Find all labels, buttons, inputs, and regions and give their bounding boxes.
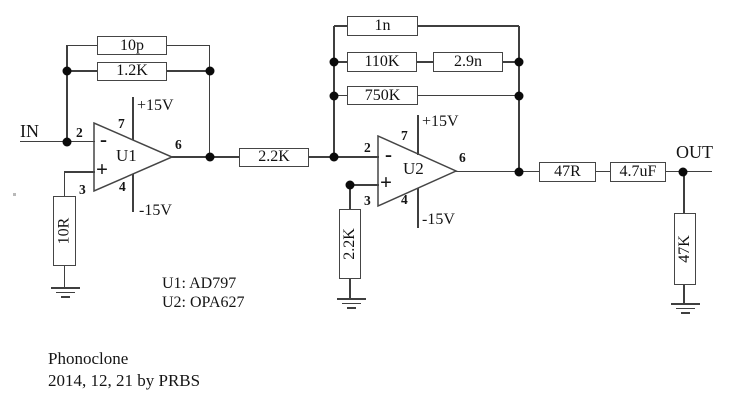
wire-u1-feedback-left-rail <box>66 45 68 142</box>
resistor-110k: 110K <box>347 52 417 72</box>
junction-dot <box>205 66 215 76</box>
u2-pin6-number: 6 <box>459 150 466 165</box>
wire-u2-noninv-down <box>349 185 351 209</box>
resistor-750k-label: 750K <box>364 86 401 104</box>
resistor-2.2k-series-label: 2.2K <box>258 148 290 166</box>
wire-750k-right <box>418 94 519 97</box>
wire-u2-pin7-supply <box>417 115 419 155</box>
u1-pin6-number: 6 <box>175 137 182 152</box>
junction-dot <box>345 180 355 190</box>
wire-out-down <box>683 171 685 213</box>
junction-dot <box>514 57 524 67</box>
junction-dot <box>62 66 72 76</box>
junction-dot <box>329 152 339 162</box>
capacitor-4.7uf: 4.7uF <box>610 161 666 182</box>
wire-u1-noninv <box>64 171 95 173</box>
resistor-2.2k-gnd-label: 2.2K <box>341 228 358 260</box>
capacitor-10p: 10p <box>97 36 167 55</box>
resistor-1.2k: 1.2K <box>97 61 167 81</box>
u1-inverting-sign: - <box>100 127 107 151</box>
stray-mark <box>13 193 16 196</box>
junction-dot <box>514 167 524 176</box>
junction-dot <box>329 57 339 67</box>
schematic-title: Phonoclone <box>48 349 129 368</box>
u2-pin3-number: 3 <box>364 193 371 208</box>
junction-dot <box>205 152 214 162</box>
junction-dot <box>62 137 72 146</box>
wire-1n-right <box>418 25 519 27</box>
wire-10p-right <box>167 44 210 47</box>
wire-1n-left <box>334 25 347 27</box>
ground-symbol <box>50 287 80 301</box>
ground-symbol <box>670 303 700 317</box>
wire-output-stub <box>666 170 712 173</box>
resistor-750k: 750K <box>347 86 418 105</box>
resistor-47r: 47R <box>539 161 596 182</box>
wire-u2-noninv <box>350 184 379 186</box>
u1-negative-supply-label: -15V <box>139 202 172 219</box>
u1-pin3-number: 3 <box>79 182 86 197</box>
u1-pin4-number: 4 <box>119 179 126 194</box>
resistor-10r-label: 10R <box>55 217 73 245</box>
u2-pin4-number: 4 <box>401 192 408 207</box>
capacitor-1n: 1n <box>347 16 418 36</box>
u1-part-annotation: U1: AD797 <box>162 275 237 292</box>
wire-u2-pin4-supply <box>417 188 419 228</box>
resistor-2.2k-series: 2.2K <box>239 147 309 167</box>
resistor-47k: 47K <box>674 213 696 285</box>
u1-pin2-number: 2 <box>76 125 83 140</box>
capacitor-2.9n-label: 2.9n <box>454 53 482 70</box>
resistor-10r: 10R <box>53 196 76 266</box>
u1-noninverting-sign: + <box>96 157 108 181</box>
junction-dot <box>514 91 524 100</box>
wire-u1-pin4-supply <box>132 174 134 212</box>
resistor-47r-label: 47R <box>554 162 581 180</box>
wire-47k-gnd <box>683 285 685 303</box>
capacitor-2.9n: 2.9n <box>433 52 503 72</box>
opamp-u2-symbol <box>377 135 458 208</box>
resistor-110k-label: 110K <box>364 53 400 70</box>
capacitor-1n-label: 1n <box>374 17 391 34</box>
wire-u2-output <box>455 170 539 173</box>
u1-refdes: U1 <box>116 146 137 165</box>
wire-110k-2.9n <box>417 61 433 63</box>
u2-part-annotation: U2: OPA627 <box>162 294 245 311</box>
u2-refdes: U2 <box>403 159 424 178</box>
capacitor-4.7uf-label: 4.7uF <box>619 162 657 180</box>
wire-1.2k-left <box>67 70 97 72</box>
wire-10p-left <box>67 44 97 47</box>
u1-pin7-number: 7 <box>118 116 125 131</box>
output-label: OUT <box>676 142 713 162</box>
resistor-1.2k-label: 1.2K <box>116 62 148 79</box>
resistor-2.2k-gnd: 2.2K <box>339 209 361 279</box>
wire-input <box>20 140 95 143</box>
opamp-u1-symbol <box>93 122 174 193</box>
u2-negative-supply-label: -15V <box>422 211 455 228</box>
u2-pin2-number: 2 <box>364 140 371 155</box>
u2-inverting-sign: - <box>385 142 392 166</box>
wire-47r-4.7uf <box>596 170 610 173</box>
wire-2.9n-right <box>503 61 519 63</box>
wire-u1-noninv-down <box>63 172 65 196</box>
u1-positive-supply-label: +15V <box>137 97 174 114</box>
junction-dot <box>678 167 688 176</box>
u2-pin7-number: 7 <box>401 128 408 143</box>
wire-1.2k-right <box>167 70 210 72</box>
wire-u1-pin7-supply <box>132 97 134 140</box>
resistor-47k-label: 47K <box>676 235 693 263</box>
wire-110k-left <box>334 61 347 63</box>
u2-noninverting-sign: + <box>380 170 392 194</box>
wire-10r-gnd <box>63 266 65 287</box>
ground-symbol <box>336 298 366 312</box>
wire-u1-feedback-right-rail <box>208 45 211 157</box>
u2-positive-supply-label: +15V <box>422 113 459 130</box>
junction-dot <box>329 91 339 100</box>
wire-2.2k-gnd <box>349 279 351 298</box>
wire-750k-left <box>334 94 347 97</box>
input-label: IN <box>20 121 39 141</box>
wire-interstage <box>309 156 379 158</box>
schematic-date: 2014, 12, 21 by PRBS <box>48 371 201 390</box>
capacitor-10p-label: 10p <box>120 36 144 54</box>
